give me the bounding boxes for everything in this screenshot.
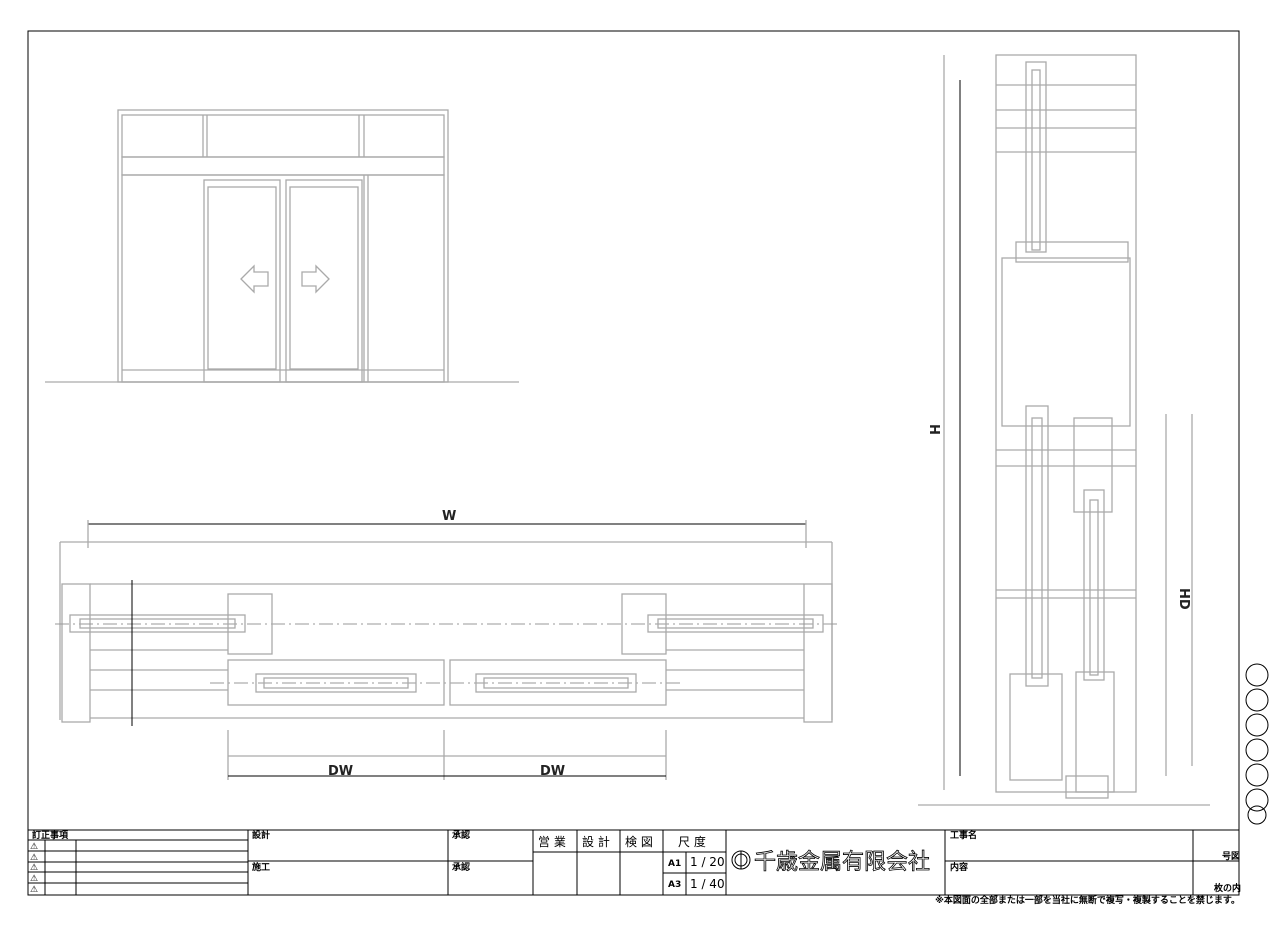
company-name: 千歳金属有限会社 xyxy=(754,850,930,875)
revision-triangles: ⚠⚠⚠⚠⚠ xyxy=(30,842,38,895)
approval-label: 承認 xyxy=(452,829,470,841)
construction-label: 施工 xyxy=(252,861,270,873)
dimension-dw-left: DW xyxy=(328,764,353,779)
front-elevation xyxy=(45,109,519,383)
drawing-check-label: 検 図 xyxy=(625,835,653,849)
scale-paper-a3: A3 xyxy=(668,880,681,890)
approval2-label: 承認 xyxy=(452,861,470,873)
drawing-frame xyxy=(27,30,1240,896)
svg-text:⚠: ⚠ xyxy=(30,853,38,863)
design-check-label: 設 計 xyxy=(582,834,610,849)
content-label: 内容 xyxy=(950,861,968,873)
svg-text:⚠: ⚠ xyxy=(30,863,38,873)
plan-view xyxy=(55,520,840,780)
drawing-no-label: 号図 xyxy=(1222,851,1240,862)
scale-label: 尺 度 xyxy=(678,834,706,849)
dimension-dw-right: DW xyxy=(540,764,565,779)
arrow-left-icon xyxy=(240,264,269,294)
grid-circles xyxy=(1245,663,1269,825)
svg-text:⚠: ⚠ xyxy=(30,842,38,852)
dimension-h: H xyxy=(926,424,941,435)
design-label: 設計 xyxy=(252,829,270,841)
company-logo-icon xyxy=(731,850,751,870)
section-view xyxy=(918,54,1210,806)
sales-label: 営 業 xyxy=(538,835,566,849)
title-block xyxy=(28,829,1239,895)
dimension-hd: HD xyxy=(1176,588,1191,610)
svg-text:⚠: ⚠ xyxy=(30,874,38,884)
sheet-label: 枚の内 xyxy=(1214,882,1241,894)
copyright-notice: ※本図面の全部または一部を当社に無断で複写・複製することを禁じます。 xyxy=(935,894,1240,906)
scale-ratio-a3: 1 / 40 xyxy=(690,877,725,891)
arrow-right-icon xyxy=(301,264,330,294)
scale-paper-a1: A1 xyxy=(668,859,681,869)
project-label: 工事名 xyxy=(950,829,977,841)
scale-ratio-a1: 1 / 20 xyxy=(690,855,725,869)
svg-text:⚠: ⚠ xyxy=(30,885,38,895)
revisions-label: 訂正事項 xyxy=(32,829,69,841)
dimension-w: W xyxy=(442,509,456,524)
